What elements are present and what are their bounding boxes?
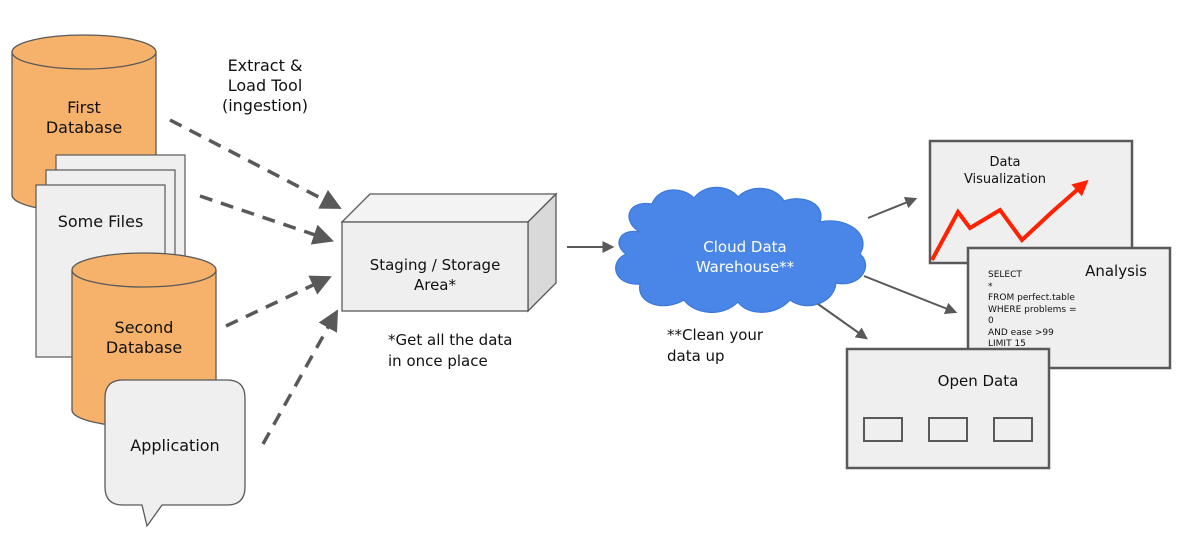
extract-load-tool-label: Extract & Load Tool (ingestion) [221, 56, 309, 115]
sql-query-snippet: SELECT * FROM perfect.table WHERE proble… [988, 270, 1098, 352]
ingestion-arrows [169, 118, 342, 445]
warehouse-output-arrows [817, 197, 958, 340]
some-files-label: Some Files [57, 212, 144, 231]
sql-line: 0 [988, 316, 994, 326]
sql-line: * [988, 281, 993, 292]
cloud-data-warehouse-shape [615, 186, 866, 313]
staging-area-label: Staging / Storage Area* [369, 256, 501, 294]
data-visualization-label: Data Visualization [963, 155, 1047, 187]
sql-line: WHERE problems = [988, 304, 1077, 315]
open-data-label: Open Data [937, 372, 1019, 390]
data-visualization-panel [928, 139, 1134, 265]
open-data-panel [845, 347, 1051, 470]
application-bubble [104, 379, 246, 528]
first-database-label: First Database [45, 98, 123, 137]
cloud-note: **Clean your data up [667, 326, 764, 365]
cloud-warehouse-label: Cloud Data Warehouse** [695, 238, 795, 276]
staging-storage-box [340, 192, 558, 313]
trend-line-chart [930, 179, 1089, 261]
second-database-label: Second Database [105, 318, 183, 357]
open-data-slot-2 [928, 417, 968, 442]
application-label: Application [130, 436, 220, 455]
open-data-slot-1 [863, 417, 903, 442]
sql-line: LIMIT 15 [988, 339, 1026, 349]
analysis-label: Analysis [1085, 262, 1147, 280]
staging-note: *Get all the data in once place [388, 331, 513, 370]
sql-line: AND ease >99 [988, 327, 1054, 338]
open-data-slot-3 [993, 417, 1033, 442]
sql-line: FROM perfect.table [988, 293, 1075, 303]
sql-line: SELECT [988, 270, 1022, 280]
